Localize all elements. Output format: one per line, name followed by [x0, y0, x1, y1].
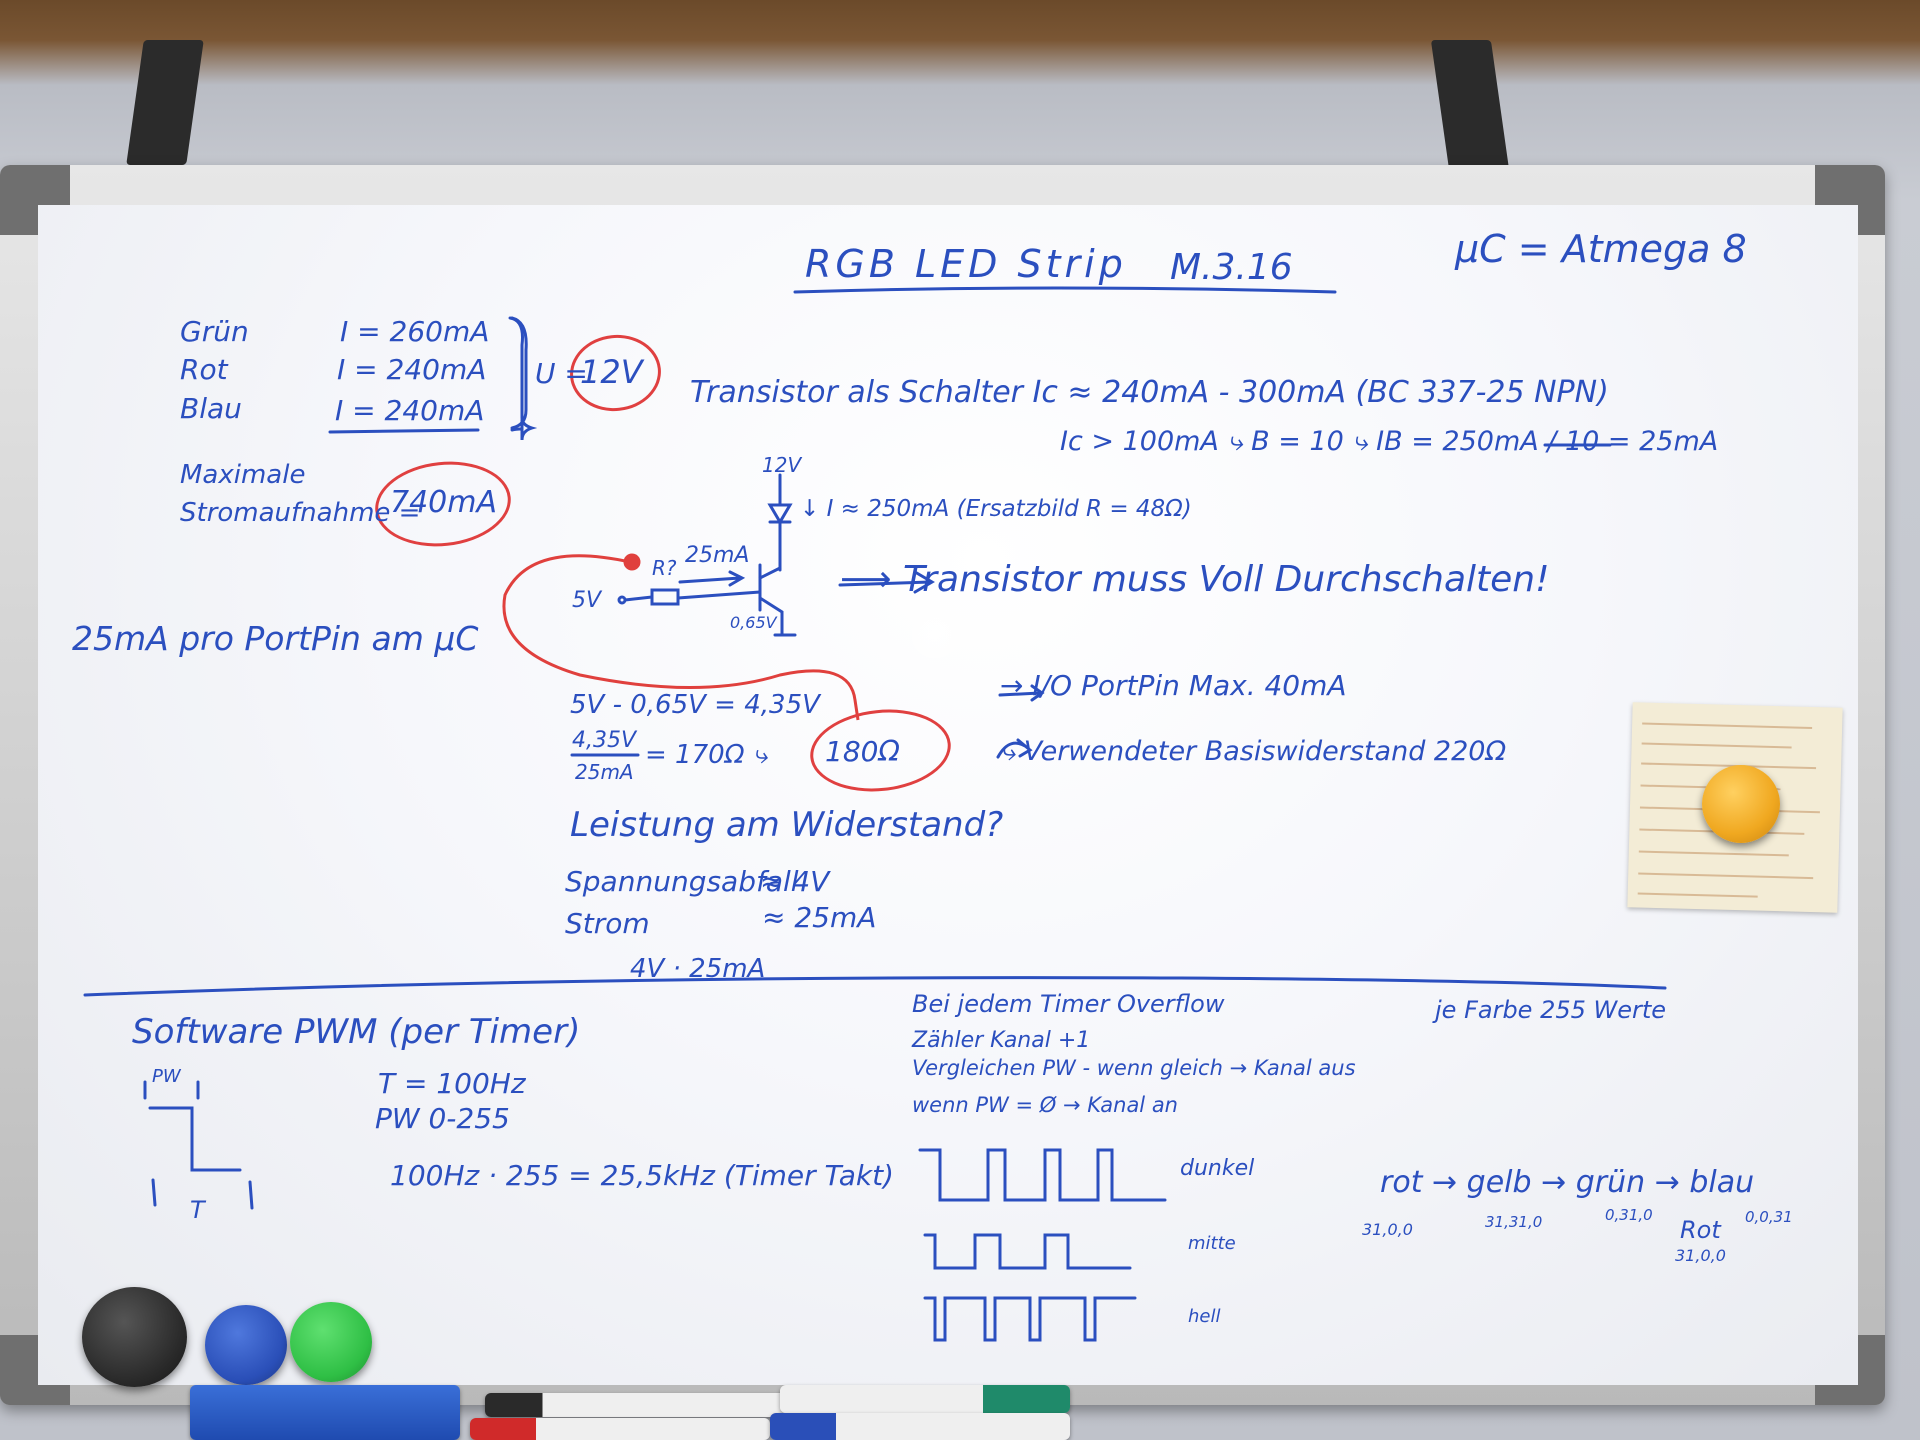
pwm-pw-mark: PW: [152, 1066, 181, 1087]
timer-line4: wenn PW = Ø → Kanal an: [912, 1093, 1178, 1117]
rot-back-label: Rot: [1680, 1216, 1721, 1244]
input-wire: [623, 595, 654, 602]
power-product: 4V · 25mA: [630, 954, 766, 984]
gelb-value: 31,31,0: [1485, 1213, 1543, 1231]
power-question: Leistung am Widerstand?: [570, 805, 1004, 845]
magnet-black[interactable]: [82, 1287, 187, 1387]
power-current-value: ≈ 25mA: [762, 901, 877, 934]
value-rot: I = 240mA: [337, 353, 487, 386]
input-node: [617, 595, 627, 605]
resistor-symbol: [650, 588, 680, 606]
pwm-sketch-wave: [148, 1106, 242, 1172]
brace-line: [510, 316, 528, 430]
wave-dunkel: [918, 1148, 1167, 1202]
base-resistor-arrow: [996, 738, 1033, 759]
wave-label-hell: hell: [1188, 1306, 1221, 1327]
max-current-label-1: Maximale: [180, 460, 306, 490]
base-wire: [676, 590, 762, 600]
power-current-label: Strom: [565, 907, 650, 940]
max-current-label-2: Stromaufnahme =: [180, 498, 421, 528]
timer-line1: Bei jedem Timer Overflow: [912, 990, 1225, 1018]
pwm-t-mark: T: [190, 1196, 205, 1224]
mcu-note: µC = Atmega 8: [1455, 227, 1747, 271]
light-glare: [905, 605, 965, 665]
base-current-arrow: [678, 570, 746, 587]
voltage-value: 12V: [580, 353, 643, 391]
io-arrow: [998, 684, 1045, 702]
max-current-value: 740mA: [390, 485, 498, 520]
wave-hell: [923, 1296, 1137, 1342]
whiteboard-surface: [38, 205, 1858, 1385]
eraser[interactable]: [190, 1385, 460, 1440]
io-note: → I/O PortPin Max. 40mA: [1000, 669, 1347, 702]
color-sequence: rot → gelb → grün → blau: [1380, 1165, 1755, 1200]
circuit-input: 5V: [572, 588, 602, 613]
marker-blue-2[interactable]: [770, 1413, 1070, 1440]
saturation-arrow: [838, 570, 935, 594]
label-gruen: Grün: [180, 315, 249, 348]
currents-brace: [508, 316, 538, 441]
circuit-vbe: 0,65V: [730, 613, 777, 632]
rot-back-value: 31,0,0: [1675, 1246, 1726, 1265]
circuit-led-current: ↓ I ≈ 250mA (Ersatzbild R = 48Ω): [800, 496, 1192, 522]
pwm-heading: Software PWM (per Timer): [132, 1012, 581, 1052]
pwm-period: T = 100Hz: [378, 1067, 526, 1100]
gain-line: Ic > 100mA ⤷ B = 10 ⤷ IB = 250mA / 10 = …: [1060, 426, 1719, 457]
voltage-prefix: U =: [535, 357, 588, 390]
gruen-value: 0,31,0: [1605, 1206, 1653, 1224]
pwm-clock: 100Hz · 255 = 25,5kHz (Timer Takt): [390, 1159, 894, 1192]
color-values-note: je Farbe 255 Werte: [1435, 996, 1667, 1024]
calc-chosen: 180Ω: [825, 735, 900, 768]
marker-black[interactable]: [485, 1393, 805, 1417]
red-dot: [623, 553, 641, 571]
board-date: M.3.16: [1170, 247, 1293, 288]
timer-line2: Zähler Kanal +1: [912, 1028, 1091, 1053]
title-underline: [793, 286, 1337, 294]
wave-mitte: [923, 1233, 1132, 1270]
timer-line3: Vergleichen PW - wenn gleich → Kanal aus: [912, 1056, 1356, 1080]
saturation-note: ⟶ Transistor muss Voll Durchschalten!: [840, 559, 1550, 600]
magnet-green[interactable]: [290, 1302, 372, 1382]
calc-result: = 170Ω ⤷: [645, 740, 768, 770]
wave-label-mitte: mitte: [1188, 1233, 1236, 1254]
led-symbol: [767, 503, 793, 525]
rot-value: 31,0,0: [1362, 1220, 1413, 1239]
calc-line1: 5V - 0,65V = 4,35V: [570, 690, 820, 720]
circuit-base-current: 25mA: [685, 543, 750, 568]
circuit-resistor: R?: [652, 556, 677, 580]
transistor-collector: [758, 566, 782, 580]
port-pin-note: 25mA pro PortPin am µC: [72, 619, 479, 658]
label-rot: Rot: [180, 353, 228, 386]
power-drop-value: ≈ 4V: [760, 865, 830, 898]
power-drop-label: Spannungsabfall: [565, 865, 799, 898]
value-gruen: I = 260mA: [340, 315, 490, 348]
label-blau: Blau: [180, 392, 242, 425]
calc-frac-den: 25mA: [575, 760, 634, 784]
circuit-supply: 12V: [762, 453, 802, 477]
wave-label-dunkel: dunkel: [1180, 1156, 1255, 1181]
blau-value: 0,0,31: [1745, 1208, 1793, 1226]
transistor-line: Transistor als Schalter Ic ≈ 240mA - 300…: [690, 375, 1609, 410]
section-divider: [83, 976, 1667, 997]
marker-red[interactable]: [470, 1418, 770, 1440]
blau-underline: [328, 428, 480, 434]
pwm-tick-right: [248, 1180, 254, 1210]
base-resistor-note: ⤷ Verwendeter Basiswiderstand 220Ω: [1000, 736, 1507, 767]
calc-frac-num: 4,35V: [572, 728, 637, 753]
value-blau: I = 240mA: [335, 394, 485, 427]
magnet-yellow[interactable]: [1702, 765, 1780, 843]
board-title: RGB LED Strip: [805, 242, 1127, 286]
pwm-tick-left: [151, 1178, 157, 1207]
pwm-range: PW 0-255: [375, 1102, 510, 1135]
marker-blue[interactable]: [780, 1385, 1070, 1413]
magnet-blue[interactable]: [205, 1305, 287, 1385]
red-loop: [502, 554, 860, 721]
transistor-emitter: [758, 596, 784, 637]
